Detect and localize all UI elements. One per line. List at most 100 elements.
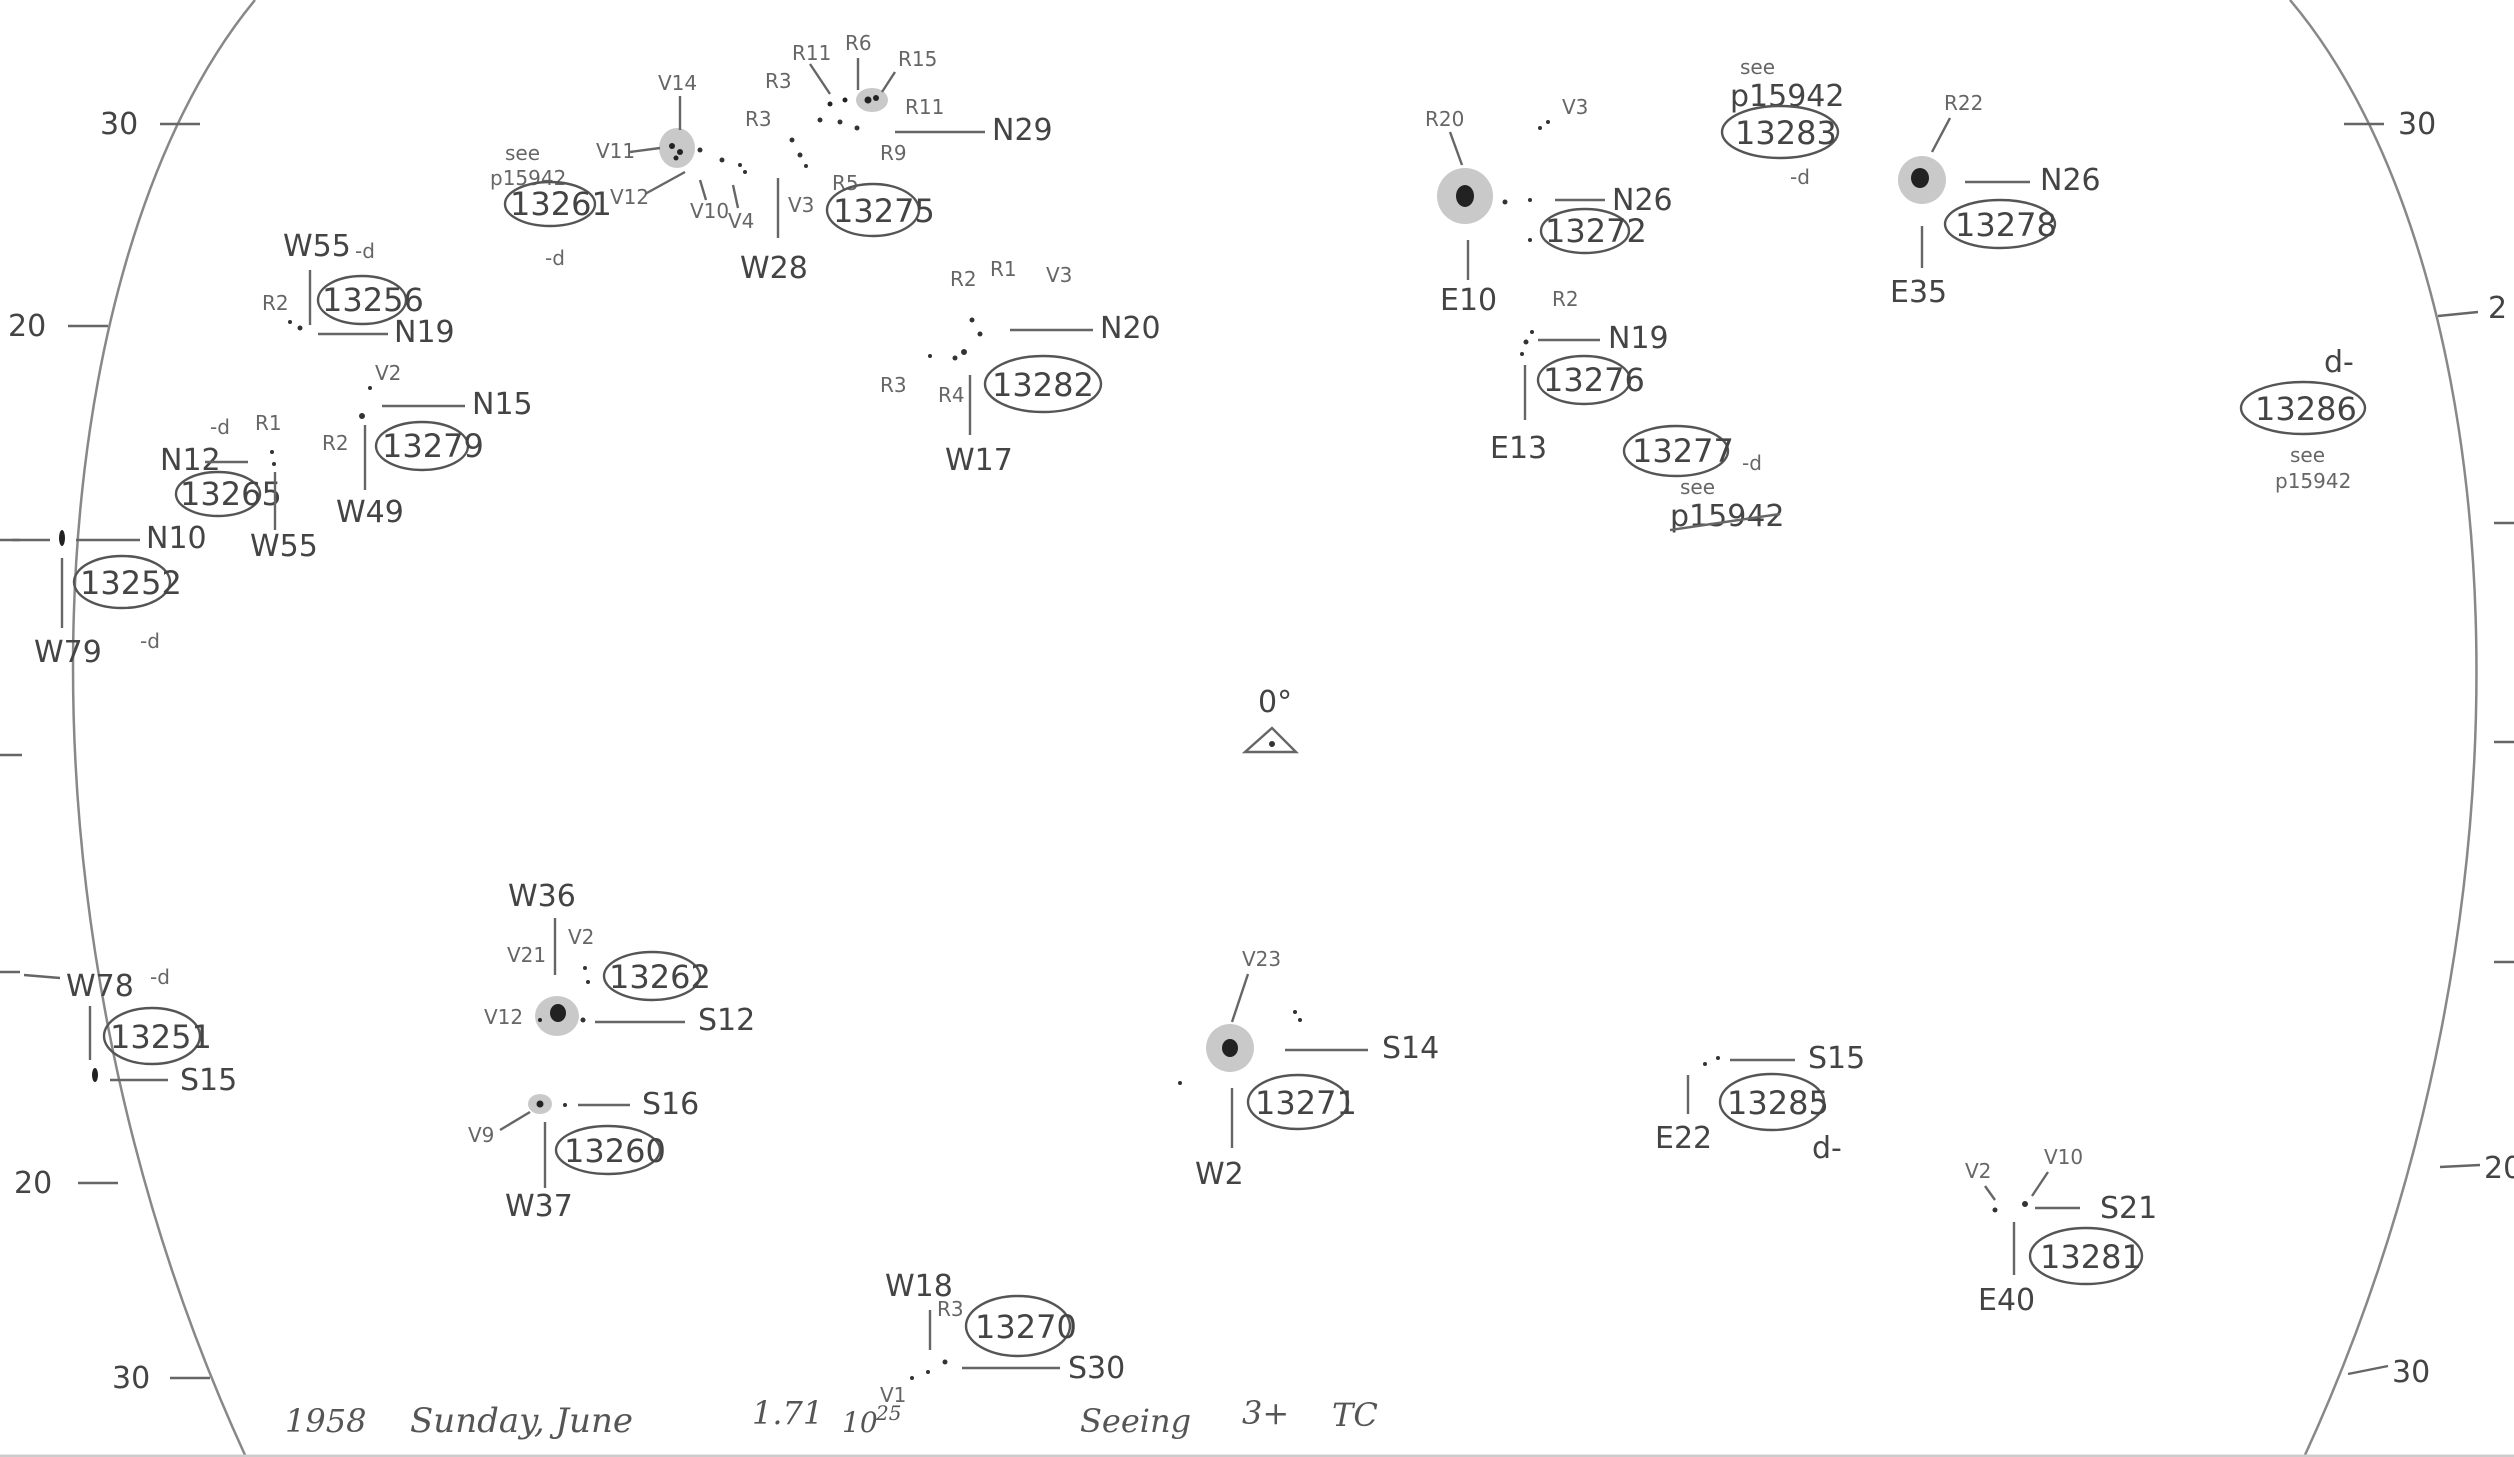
note-plate: p15942	[1730, 79, 1844, 114]
longitude-label: W28	[740, 251, 808, 286]
sunspot-group-13260: S16 V9 13260 W37	[468, 1087, 699, 1224]
sunspot-group-13286: d- 13286 see p15942	[2239, 345, 2367, 493]
footer-time-minutes: 25	[875, 1401, 901, 1425]
spot-label: V3	[788, 193, 814, 217]
spot-label: R1	[255, 411, 282, 435]
spot-label: V2	[1965, 1159, 1991, 1183]
sunspot-group-13282: R2 R1 V3 N20 R3 R4 13282 W17	[880, 257, 1161, 478]
spot-label: R9	[880, 141, 907, 165]
tick-label: 30	[112, 1361, 150, 1396]
sunspot-group-13275: R11 R6 R15 R3 R3 R11 R5 R9 V3 W28 N29 13…	[740, 31, 1053, 286]
latitude-label: N29	[992, 113, 1053, 148]
latitude-label: N26	[1612, 183, 1673, 218]
longitude-label: W37	[505, 1189, 573, 1224]
disc-center: 0°	[1241, 685, 1299, 754]
region-number: 13272	[1545, 212, 1647, 250]
spot-label: V9	[468, 1123, 494, 1147]
spot-label: R11	[905, 95, 944, 119]
note-see: see	[505, 141, 540, 165]
latitude-label: S15	[180, 1063, 237, 1098]
solar-limb-right	[2289, 0, 2478, 1456]
sunspot-group-13276: R2 N19 13276 E13	[1490, 287, 1669, 466]
spot-label: R1	[990, 257, 1017, 281]
note-d: -d	[150, 965, 170, 989]
spot-label: V2	[568, 925, 594, 949]
region-number: 13265	[180, 475, 282, 513]
region-number: 13276	[1543, 361, 1645, 399]
region-number: 13260	[564, 1132, 666, 1170]
latitude-label: S12	[698, 1003, 755, 1038]
spot-label: V1	[880, 1383, 906, 1407]
region-number: 13262	[609, 958, 711, 996]
spot-label: R3	[937, 1297, 964, 1321]
spot-label: V12	[484, 1005, 523, 1029]
longitude-label: E35	[1890, 275, 1947, 310]
spot-label: V3	[1046, 263, 1072, 287]
spot-label: R3	[880, 373, 907, 397]
latitude-label: N19	[394, 315, 455, 350]
spot-label: V11	[596, 139, 635, 163]
footer-year: 1958	[285, 1402, 366, 1440]
region-number: 13261	[510, 185, 612, 223]
note-see: see	[1680, 475, 1715, 499]
region-number: 13281	[2040, 1238, 2142, 1276]
spot-label: R3	[745, 107, 772, 131]
spot-label: R2	[1552, 287, 1579, 311]
region-number: 13285	[1727, 1084, 1829, 1122]
region-number: 13277	[1632, 432, 1734, 470]
latitude-label: S21	[2100, 1191, 2157, 1226]
note-d: -d	[210, 415, 230, 439]
spot-label: V10	[2044, 1145, 2083, 1169]
sunspot-group-13278: R22 N26 13278 E35	[1890, 91, 2101, 310]
footer-observer: TC	[1332, 1396, 1378, 1434]
spot-label: R3	[765, 69, 792, 93]
tick-label: 20	[8, 309, 46, 344]
sunspot-group-13251: W78 -d 13251 S15	[23, 965, 237, 1098]
sunspot-group-13256: W55 -d 13256 R2 N19	[262, 229, 455, 350]
spot-label: R5	[832, 171, 859, 195]
latitude-label: S16	[642, 1087, 699, 1122]
latitude-label: N10	[146, 521, 207, 556]
longitude-label: W18	[885, 1269, 953, 1304]
note-d: -d	[1742, 451, 1762, 475]
longitude-label: E22	[1655, 1121, 1712, 1156]
longitude-label: W2	[1195, 1157, 1244, 1192]
spot-label: V23	[1242, 947, 1281, 971]
footer-seeing-label: Seeing	[1080, 1402, 1191, 1440]
spot-label: R22	[1944, 91, 1983, 115]
spot-label: R4	[938, 383, 965, 407]
region-number: 13279	[382, 427, 484, 465]
longitude-label: E40	[1978, 1283, 2035, 1318]
longitude-label: W79	[34, 635, 102, 670]
sunspot-group-13261: V14 V11 V12 V10 V4 see p15942 13261 -d	[490, 71, 754, 270]
note-d: -d	[1790, 165, 1810, 189]
note-d: -d	[140, 629, 160, 653]
spot-label: V12	[610, 185, 649, 209]
tick-label: 30	[2392, 1355, 2430, 1390]
tick-label: 30	[2398, 107, 2436, 142]
longitude-label: E10	[1440, 283, 1497, 318]
latitude-label: S30	[1068, 1351, 1125, 1386]
note-see: see	[2290, 443, 2325, 467]
footer-day: Sunday, June	[410, 1401, 633, 1441]
tick-label: 20	[2484, 1151, 2514, 1186]
region-number: 13283	[1735, 114, 1837, 152]
note-see: see	[1740, 55, 1775, 79]
sunspot-group-13272: R20 V3 N26 13272 E10	[1425, 95, 1673, 318]
latitude-label: N15	[472, 387, 533, 422]
sunspot-group-13270: W18 R3 13270 V1 S30	[880, 1269, 1125, 1407]
observation-footer: 1958 Sunday, June 1.71 10 25 Seeing 3+ T…	[285, 1394, 1378, 1441]
longitude-label: W17	[945, 443, 1013, 478]
sunspot-group-13265: N12 -d R1 13265 W55	[160, 411, 318, 564]
latitude-ticks-right: 30 2 20 30	[2344, 107, 2514, 1390]
longitude-label: W78	[66, 969, 134, 1004]
sunspot-group-13262: W36 V21 V2 V12 13262 S12	[484, 879, 755, 1038]
region-number: 13270	[975, 1308, 1077, 1346]
footer-time: 10	[842, 1406, 878, 1439]
spot-label: V3	[1562, 95, 1588, 119]
region-number: 13251	[110, 1018, 212, 1056]
spot-label: V21	[507, 943, 546, 967]
footer-date: 1.71	[752, 1394, 823, 1432]
latitude-label: S15	[1808, 1041, 1865, 1076]
